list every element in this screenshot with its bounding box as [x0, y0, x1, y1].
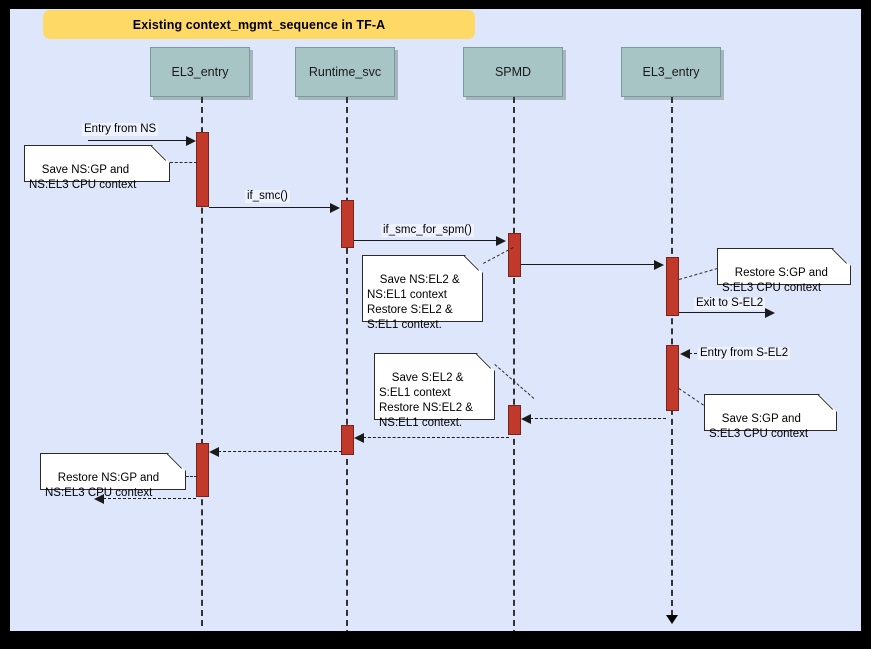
- message-line-runtime-svc-to-el3-entry-ns: [218, 451, 342, 452]
- lifeline-label: SPMD: [494, 65, 532, 79]
- note-text: Save S:GP and S:EL3 CPU context: [709, 413, 809, 440]
- message-label-if-smc: if_smc(): [245, 190, 290, 203]
- lifeline-label: Runtime_svc: [308, 65, 382, 79]
- lifeline-line-spmd: [513, 97, 515, 631]
- activation-runtime-svc-1[interactable]: [341, 200, 354, 248]
- activation-el3-entry-ns-1[interactable]: [196, 132, 209, 207]
- message-arrow-if-smc-for-spm: [496, 236, 506, 246]
- note-fold-edge-icon: [151, 145, 170, 164]
- diagram-canvas: Existing context_mgmt_sequence in TF-A E…: [10, 9, 861, 631]
- note-fold-edge-icon: [167, 453, 186, 472]
- message-arrow-entry-from-ns: [186, 136, 196, 146]
- note-fold-edge-icon: [818, 394, 837, 413]
- lifeline-label: EL3_entry: [642, 65, 700, 79]
- note-connector-1: [170, 162, 197, 163]
- activation-spmd-2[interactable]: [508, 405, 521, 435]
- lifeline-line-el3-entry-ns: [201, 97, 203, 626]
- lifeline-label: EL3_entry: [171, 65, 229, 79]
- message-line-el3-entry-ns-exit: [103, 498, 196, 499]
- lifeline-head-el3-entry-s[interactable]: EL3_entry: [621, 47, 721, 97]
- activation-el3-entry-s-2[interactable]: [666, 345, 679, 411]
- message-label-entry-from-ns: Entry from NS: [82, 123, 159, 136]
- message-line-exit-to-s-el2: [679, 312, 768, 313]
- message-arrow-spmd-to-el3-entry-s: [654, 260, 664, 270]
- note-text: Save NS:GP and NS:EL3 CPU context: [29, 164, 137, 191]
- message-label-if-smc-for-spm: if_smc_for_spm(): [381, 224, 474, 237]
- message-label-exit-to-s-el2: Exit to S-EL2: [694, 297, 766, 310]
- lifeline-head-spmd[interactable]: SPMD: [463, 47, 563, 97]
- message-line-if-smc: [209, 207, 333, 208]
- note-fold-edge-icon: [476, 353, 495, 372]
- message-label-entry-from-s-el2: Entry from S-EL2: [698, 347, 791, 360]
- note-text: Restore NS:GP and NS:EL3 CPU context: [45, 472, 160, 499]
- note-save-s-gp: Save S:GP and S:EL3 CPU context: [704, 394, 837, 440]
- activation-el3-entry-ns-2[interactable]: [196, 443, 209, 497]
- lifeline-head-runtime-svc[interactable]: Runtime_svc: [295, 47, 395, 97]
- diagram-title-banner: Existing context_mgmt_sequence in TF-A: [43, 10, 475, 39]
- message-line-el3-entry-s-to-spmd: [530, 418, 666, 419]
- message-line-if-smc-for-spm: [354, 240, 496, 241]
- note-save-s-el2: Save S:EL2 & S:EL1 context Restore NS:EL…: [374, 353, 495, 429]
- note-fold-edge-icon: [464, 255, 483, 274]
- message-arrow-spmd-to-runtime-svc: [354, 433, 364, 443]
- note-text: Save S:EL2 & S:EL1 context Restore NS:EL…: [379, 372, 473, 429]
- note-connector-3: [679, 267, 718, 280]
- message-arrow-el3-entry-s-to-spmd: [521, 414, 531, 424]
- activation-runtime-svc-2[interactable]: [341, 425, 354, 455]
- activation-spmd-1[interactable]: [508, 233, 521, 277]
- note-text: Restore S:GP and S:EL3 CPU context: [722, 267, 828, 294]
- lifeline-line-runtime-svc: [346, 97, 348, 631]
- message-arrow-if-smc: [330, 203, 340, 213]
- note-text: Save NS:EL2 & NS:EL1 context Restore S:E…: [367, 274, 460, 331]
- note-connector-6: [186, 476, 197, 477]
- note-restore-ns-gp: Restore NS:GP and NS:EL3 CPU context: [40, 453, 186, 499]
- message-arrow-entry-from-s-el2: [680, 349, 690, 359]
- lifeline-head-el3-entry-ns[interactable]: EL3_entry: [150, 47, 250, 97]
- message-arrow-el3-entry-ns-exit: [94, 494, 104, 504]
- note-save-ns-el2: Save NS:EL2 & NS:EL1 context Restore S:E…: [362, 255, 483, 331]
- note-fold-edge-icon: [832, 248, 851, 267]
- note-save-ns-gp: Save NS:GP and NS:EL3 CPU context: [24, 145, 170, 191]
- message-line-spmd-to-el3-entry-s: [521, 264, 655, 265]
- message-arrow-exit-to-s-el2: [765, 308, 775, 318]
- lifeline-end-arrow-el3-entry-s: [666, 615, 678, 624]
- activation-el3-entry-s-1[interactable]: [666, 257, 679, 316]
- note-connector-5: [678, 388, 704, 406]
- message-line-spmd-to-runtime-svc: [363, 437, 509, 438]
- message-arrow-runtime-svc-to-el3-entry-ns: [209, 447, 219, 457]
- message-line-entry-from-ns: [88, 140, 194, 141]
- note-restore-s-gp: Restore S:GP and S:EL3 CPU context: [717, 248, 851, 294]
